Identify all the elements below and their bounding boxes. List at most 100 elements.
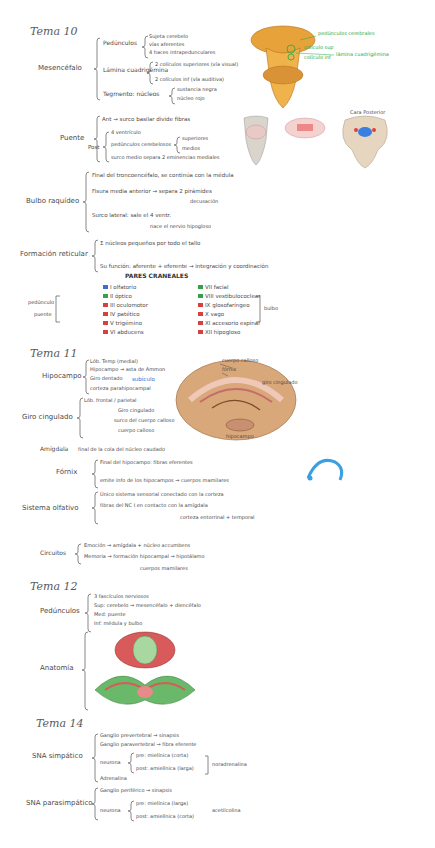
note-text: pre: mielínica (larga)	[136, 801, 188, 807]
note-text: I olfatorio	[110, 284, 136, 290]
note-text: vías aferentes	[149, 42, 184, 48]
note-text: Lámina cuadrigémina	[103, 67, 168, 74]
note-text: Ant → surco basilar divide fibras	[102, 116, 190, 122]
topic-label: Circuitos	[40, 550, 66, 557]
note-text: giro cingulado	[262, 380, 298, 386]
topic-label: SNA simpático	[32, 753, 83, 761]
note-text: fórnix	[222, 367, 236, 373]
note-text: XII hipogloso	[205, 329, 240, 335]
sagittal-brain-illustration	[176, 360, 296, 440]
topic-label: Bulbo raquídeo	[26, 198, 79, 206]
note-text: Inf: médula y bulbo	[94, 621, 142, 627]
note-text: Su función: aferente + eferente → integr…	[100, 263, 268, 269]
note-text: Único sistema sensorial conectado con la…	[100, 492, 224, 498]
note-text: superiores	[182, 136, 208, 142]
note-text: Tegmento: núcleos	[103, 91, 160, 98]
note-text: hipocampo	[226, 434, 254, 440]
note-text: 2 colículos inf (vía auditiva)	[155, 77, 224, 83]
note-text: XI accesorio espinal	[205, 320, 260, 326]
note-text: Σ núcleos pequeños por todo el tallo	[100, 240, 200, 246]
note-text: corteza entorrinal + temporal	[180, 515, 255, 521]
note-text: Pedúnculos	[103, 40, 137, 47]
note-text: bulbo	[264, 306, 278, 312]
note-text: 2 colículos superiores (vía visual)	[155, 62, 238, 68]
note-text: PARES CRANEALES	[125, 273, 188, 280]
note-text: acetilcolina	[212, 808, 240, 814]
topic-label: Mesencéfalo	[38, 65, 82, 73]
note-text: núcleo rojo	[177, 96, 205, 102]
note-text: 4 ventrículo	[111, 130, 141, 136]
note-text: Sujeta cerebelo	[149, 34, 188, 40]
note-text: Giro dentado	[90, 376, 123, 382]
note-text: cuerpos mamilares	[140, 566, 188, 572]
note-text: IV patético	[110, 311, 140, 317]
topic-label: Pedúnculos	[40, 608, 80, 616]
note-text: Post	[88, 144, 100, 150]
fornix-illustration	[308, 460, 342, 480]
topic-label: Formación reticular	[20, 251, 88, 259]
note-text: Lób. Temp (medial)	[90, 359, 138, 365]
note-text: 3 fascículos nerviosos	[94, 594, 149, 600]
pons-illustrations	[244, 116, 387, 168]
note-text: pre: mielínica (corta)	[136, 753, 188, 759]
note-text: post: amielínica (corta)	[136, 814, 194, 820]
note-text: surco del cuerpo calloso	[114, 418, 175, 424]
section-heading: Tema 12	[30, 581, 77, 593]
note-text: Cara Posterior	[350, 110, 385, 116]
note-text: sustancia negra	[177, 87, 217, 93]
note-text: Final del hipocampo: fibras eferentes	[100, 460, 193, 466]
note-text: post: amielínica (larga)	[136, 766, 194, 772]
section-heading: Tema 14	[36, 718, 83, 730]
cranial-nerve-markers	[103, 285, 203, 334]
note-text: VI abducens	[110, 329, 144, 335]
note-text: Ganglio prevertebral → sinapsis	[100, 733, 179, 739]
note-text: 4 haces intrapedunculares	[149, 50, 215, 56]
note-text: corteza parahipocampal	[90, 386, 151, 392]
topic-label: Sistema olfativo	[22, 505, 79, 513]
note-text: nace el nervio hipogloso	[150, 224, 211, 230]
note-text: VIII vestibulococlear	[205, 293, 260, 299]
note-text: pedúnculos cerebrales	[318, 31, 375, 37]
note-text: V trigémino	[110, 320, 142, 326]
note-text: Fisura media anterior → separa 2 pirámid…	[92, 188, 212, 194]
note-text: VII facial	[205, 284, 229, 290]
braces	[56, 36, 260, 821]
note-text: medios	[182, 146, 200, 152]
note-text: Giro cingulado	[118, 408, 154, 414]
note-text: IX glosofaríngeo	[205, 302, 250, 308]
note-text: lámina cuadrigémina	[336, 52, 389, 58]
note-text: pedúnculo	[28, 300, 54, 306]
note-text: colículo sup	[304, 45, 334, 51]
note-text: colículo inf	[304, 55, 331, 61]
topic-label: Puente	[60, 135, 84, 143]
note-text: Emoción → amígdala + núcleo accumbens	[84, 543, 190, 549]
note-text: surco medio separa 2 eminencias mediales	[111, 155, 219, 161]
note-text: Hipocampo → asta de Ammon	[90, 367, 165, 373]
note-text: II óptico	[110, 293, 132, 299]
note-text: X vago	[205, 311, 224, 317]
note-text: Lób. frontal / parietal	[84, 398, 137, 404]
note-text: decusación	[190, 199, 218, 205]
note-text: Ganglio periférico → sinapsis	[100, 788, 172, 794]
note-text: Final del troncoencéfalo, se continúa co…	[92, 172, 234, 178]
note-text: neurona	[100, 808, 121, 814]
topic-label: Hipocampo	[42, 373, 82, 381]
note-text: subículo	[132, 376, 155, 382]
note-text: Adrenalina	[100, 776, 127, 782]
section-heading: Tema 10	[30, 26, 77, 38]
note-text: III oculomotor	[110, 302, 148, 308]
note-text: Surco lateral: sale el 4 ventr.	[92, 212, 171, 218]
note-text: emite info de los hipocampos → cuerpos m…	[100, 478, 229, 484]
note-text: pedúnculos cerebelosos	[111, 142, 171, 148]
note-text: noradrenalina	[212, 762, 247, 768]
topic-label: Anatomía	[40, 665, 74, 673]
note-text: cuerpo calloso	[118, 428, 154, 434]
topic-label: SNA parasimpático	[26, 800, 93, 808]
note-text: final de la cola del núcleo caudado	[78, 447, 165, 453]
topic-label: Amígdala	[40, 446, 68, 453]
note-text: cuerpo calloso	[222, 358, 258, 364]
topic-label: Giro cingulado	[22, 414, 73, 422]
cerebellum-illustration	[95, 632, 195, 704]
